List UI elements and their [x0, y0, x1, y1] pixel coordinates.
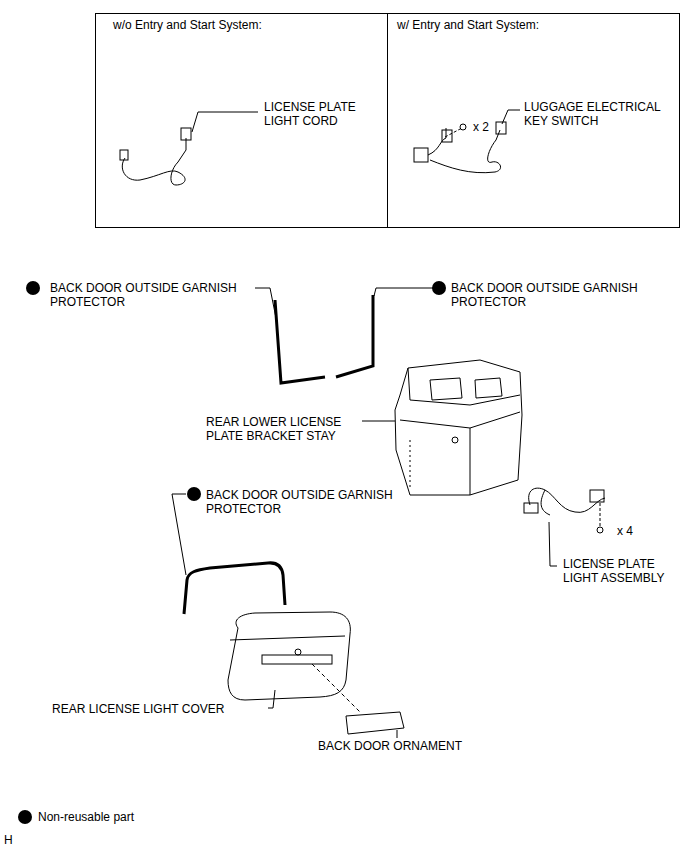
part-name: LICENSE PLATE LIGHT ASSEMBLY	[563, 557, 683, 585]
part-name: x 2	[473, 120, 503, 134]
part-name: LUGGAGE ELECTRICAL KEY SWITCH	[524, 100, 669, 128]
legend-swatch	[18, 810, 32, 824]
variant-panel: w/o Entry and Start System: LICENSE PLATE…	[95, 13, 388, 228]
part-name: REAR LOWER LICENSE PLATE BRACKET STAY	[206, 415, 351, 443]
part-name: BACK DOOR OUTSIDE GARNISH PROTECTOR	[206, 488, 406, 516]
part-name: BACK DOOR OUTSIDE GARNISH PROTECTOR	[50, 281, 250, 309]
panel-heading: w/ Entry and Start System:	[397, 18, 657, 32]
non-reusable-mark	[26, 281, 446, 501]
legend-text: Non-reusable part	[38, 810, 134, 824]
part-name: REAR LICENSE LIGHT COVER	[52, 702, 272, 716]
variant-panel: w/ Entry and Start System: x 2 LUGGAGE ELE…	[388, 13, 680, 228]
part-name: BACK DOOR OUTSIDE GARNISH PROTECTOR	[451, 281, 651, 309]
figure-code: H	[4, 833, 24, 847]
legend-item: Non-reusable part	[18, 809, 134, 824]
part-name: BACK DOOR ORNAMENT	[318, 739, 518, 753]
panel-heading: w/o Entry and Start System:	[113, 18, 373, 32]
part-name: x 4	[617, 524, 657, 538]
part-name: LICENSE PLATE LIGHT CORD	[264, 100, 369, 128]
